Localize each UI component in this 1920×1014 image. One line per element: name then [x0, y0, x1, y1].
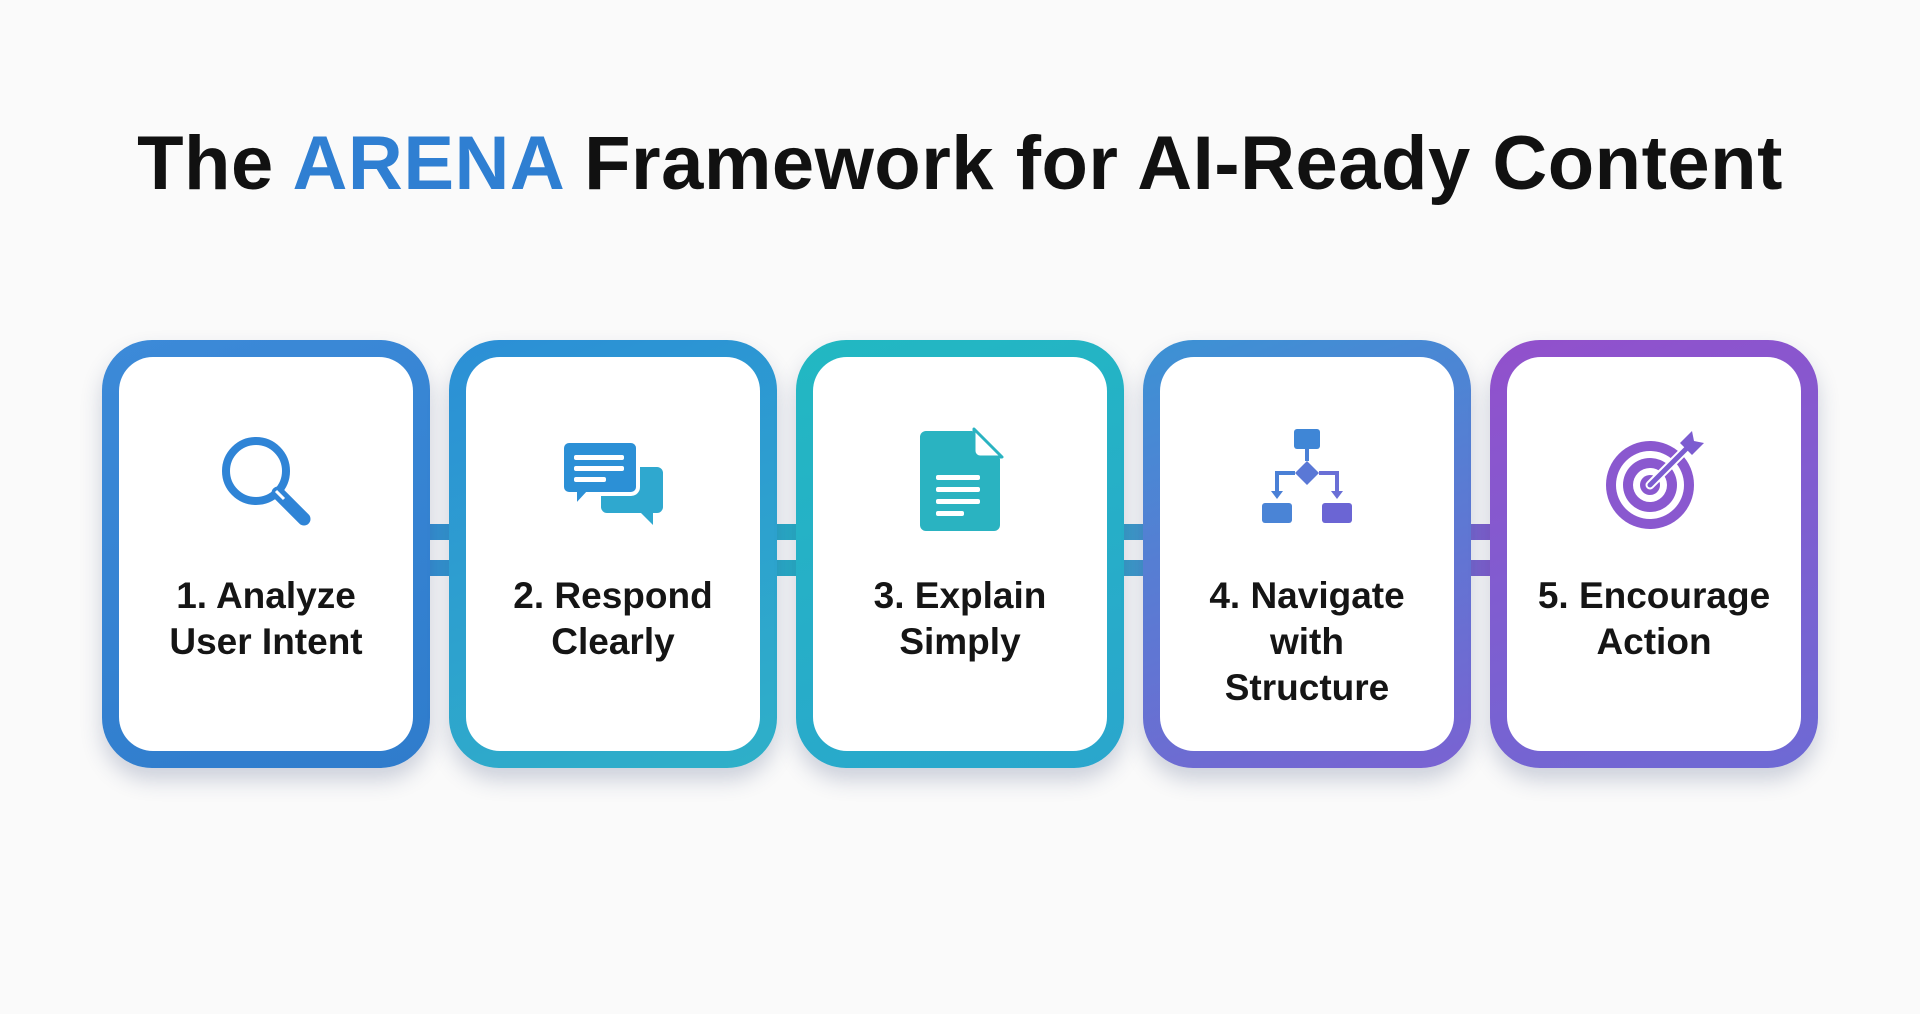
step-label-line: 4. Navigate: [1209, 575, 1405, 616]
magnifier-icon: [210, 425, 322, 537]
step-label-line: Simply: [899, 621, 1021, 662]
step-label: 3. Explain Simply: [823, 573, 1097, 665]
document-icon: [904, 425, 1016, 537]
step-label-line: User Intent: [169, 621, 363, 662]
step-label-line: Structure: [1224, 667, 1390, 708]
step-label-line: Action: [1596, 621, 1712, 662]
title-suffix: Framework for AI-Ready Content: [562, 121, 1783, 206]
target-icon: [1598, 425, 1710, 537]
step-card-explain: 3. Explain Simply: [796, 340, 1124, 768]
step-label-line: Clearly: [551, 621, 675, 662]
step-card-respond: 2. Respond Clearly: [449, 340, 777, 768]
step-label-line: 1. Analyze: [176, 575, 356, 616]
step-label: 5. Encourage Action: [1517, 573, 1791, 665]
step-card-encourage: 5. Encourage Action: [1490, 340, 1818, 768]
step-label-line: with: [1270, 621, 1344, 662]
flowchart-icon: [1251, 425, 1363, 537]
step-label: 2. Respond Clearly: [476, 573, 750, 665]
chat-bubbles-icon: [557, 425, 669, 537]
step-label: 1. Analyze User Intent: [129, 573, 403, 665]
step-label-line: 3. Explain: [873, 575, 1047, 616]
step-label-line: 2. Respond: [513, 575, 713, 616]
step-card-analyze: 1. Analyze User Intent: [102, 340, 430, 768]
page-title: The ARENA Framework for AI-Ready Content: [0, 118, 1920, 209]
title-accent: ARENA: [292, 121, 563, 206]
title-prefix: The: [137, 121, 293, 206]
step-card-navigate: 4. Navigate with Structure: [1143, 340, 1471, 768]
step-label: 4. Navigate with Structure: [1170, 573, 1444, 711]
step-label-line: 5. Encourage: [1537, 575, 1771, 616]
